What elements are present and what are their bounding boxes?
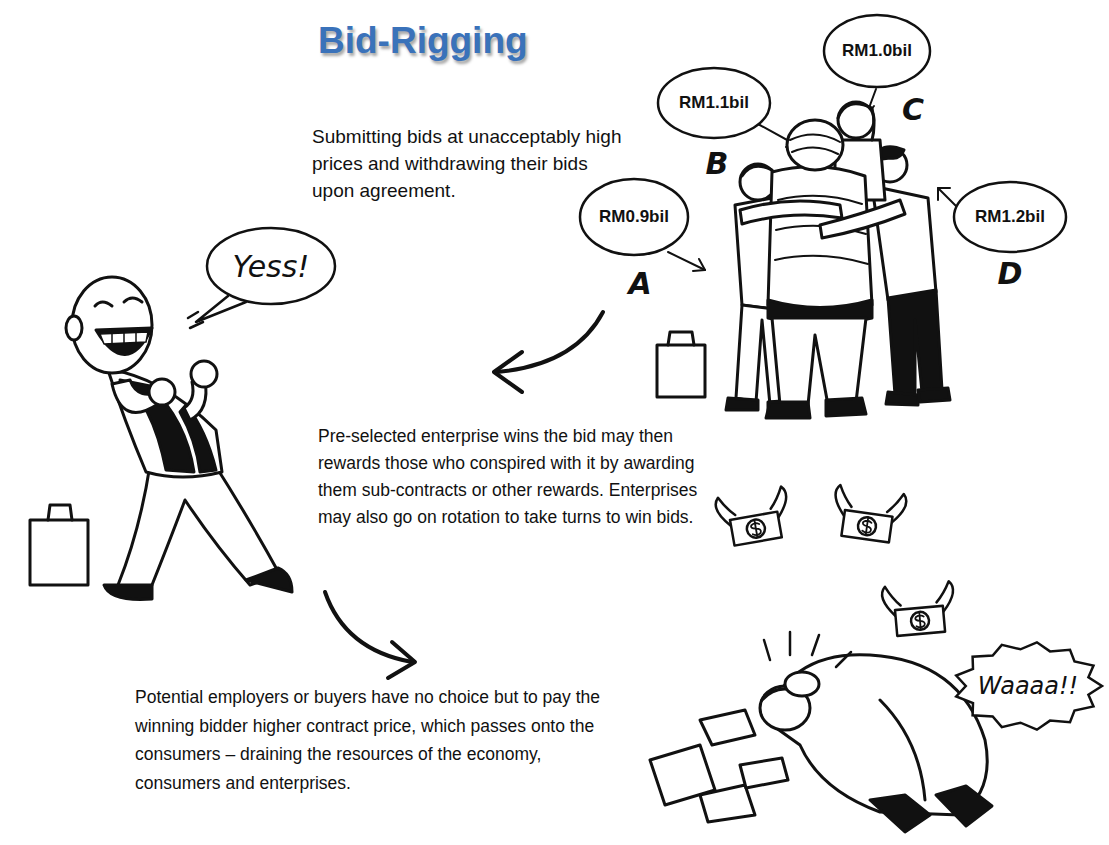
flying-money	[750, 520, 762, 537]
bubble-text: RM1.0bil	[842, 41, 912, 61]
winner-figure	[95, 298, 142, 306]
buyer-figure	[700, 785, 755, 822]
bubble-pointer	[668, 89, 958, 708]
speech-bubble: Yess!	[205, 226, 337, 306]
bubble-pointer	[938, 188, 958, 208]
bid-bubble: RM1.0bil	[822, 13, 932, 89]
winner-figure	[30, 277, 292, 599]
buyer-figure	[880, 700, 925, 800]
flow-arrow	[388, 642, 415, 678]
bubble-pointer	[693, 259, 705, 271]
flow-arrow	[494, 352, 522, 392]
conspirators-figure	[826, 398, 866, 416]
flying-money	[841, 510, 892, 542]
buyer-figure	[700, 710, 755, 745]
bubble-content: RM1.0bil	[822, 13, 932, 89]
winner-figure	[66, 316, 82, 340]
bidder-letter: A	[620, 266, 660, 301]
bubble-pointer	[938, 188, 950, 200]
winner-figure	[118, 465, 280, 590]
description-text: Pre-selected enterprise wins the bid may…	[318, 423, 706, 531]
bubble-text: Waaaa!!	[978, 672, 1079, 700]
bubble-content: RM0.9bil	[578, 177, 690, 257]
flying-money	[714, 486, 793, 548]
bubble-text: Yess!	[233, 249, 310, 284]
bidder-letter: C	[893, 92, 933, 127]
flying-money	[714, 485, 956, 637]
flying-money	[830, 485, 907, 544]
flying-money	[745, 518, 766, 539]
conspirators-figure	[918, 388, 950, 402]
bubble-content: Yess!	[205, 226, 337, 306]
bubble-tail	[188, 312, 203, 328]
cry-bubble: Waaaa!!	[952, 640, 1104, 732]
winner-figure	[104, 585, 152, 599]
conspirators-figure	[657, 102, 950, 418]
flying-money	[910, 611, 930, 631]
winner-figure	[112, 333, 136, 344]
conspirators-figure	[766, 402, 810, 418]
speech-bubble-shape	[207, 228, 335, 304]
flying-money	[881, 581, 956, 637]
flying-money	[915, 612, 925, 629]
title: Bid-Rigging	[318, 20, 598, 62]
conspirators-figure	[726, 398, 758, 410]
bid-bubble-shape	[580, 179, 688, 255]
bubble-content: RM1.1bil	[656, 66, 772, 140]
bubble-content: Waaaa!!	[952, 640, 1104, 732]
bid-bubble-shape	[954, 182, 1066, 252]
description-text: Submitting bids at unacceptably high pri…	[312, 123, 634, 204]
flow-arrow	[497, 312, 603, 372]
conspirators-figure	[838, 104, 874, 140]
conspirators-figure	[872, 186, 936, 300]
flying-money	[730, 512, 782, 546]
bubble-text: RM0.9bil	[599, 207, 669, 227]
winner-figure	[96, 328, 152, 355]
bubble-tail	[188, 296, 246, 328]
bid-bubble-shape	[658, 68, 770, 138]
bid-bubble: RM0.9bil	[578, 177, 690, 257]
conspirators-figure	[787, 120, 843, 170]
winner-figure	[149, 379, 175, 405]
buyer-figure	[870, 795, 930, 832]
conspirators-figure	[790, 134, 840, 154]
flying-money	[857, 516, 877, 536]
bid-bubble: RM1.2bil	[952, 180, 1068, 254]
winner-figure	[246, 568, 292, 592]
conspirators-figure	[657, 345, 705, 397]
conspirators-figure	[740, 201, 842, 224]
conspirators-figure	[888, 290, 942, 395]
conspirators-figure	[768, 167, 872, 313]
conspirators-figure	[742, 166, 772, 176]
bubble-text: RM1.2bil	[975, 207, 1045, 227]
conspirators-figure	[820, 200, 905, 238]
bidder-letter: D	[990, 256, 1030, 291]
conspirators-figure	[668, 332, 694, 345]
bubble-content: RM1.2bil	[952, 180, 1068, 254]
flow-arrow	[325, 592, 412, 662]
buyer-figure	[785, 672, 819, 696]
conspirators-figure	[886, 392, 918, 405]
winner-figure	[30, 520, 88, 585]
bubble-text: RM1.1bil	[679, 93, 749, 113]
winner-figure	[100, 332, 148, 344]
buyer-figure	[650, 632, 992, 832]
bubble-pointer	[668, 252, 705, 270]
flying-money	[895, 606, 945, 636]
winner-figure	[191, 361, 217, 387]
buyer-figure	[936, 786, 992, 826]
bid-bubble: RM1.1bil	[656, 66, 772, 140]
buyer-figure	[764, 632, 851, 667]
description-text: Potential employers or buyers have no ch…	[135, 683, 613, 797]
flying-money	[861, 518, 872, 535]
winner-figure	[48, 505, 72, 520]
winner-figure	[72, 277, 152, 373]
bidder-letter: B	[697, 146, 737, 181]
conspirators-figure	[772, 318, 866, 405]
cry-bubble-shape	[956, 642, 1102, 729]
bid-bubble-shape	[824, 15, 930, 87]
buyer-figure	[740, 758, 788, 788]
